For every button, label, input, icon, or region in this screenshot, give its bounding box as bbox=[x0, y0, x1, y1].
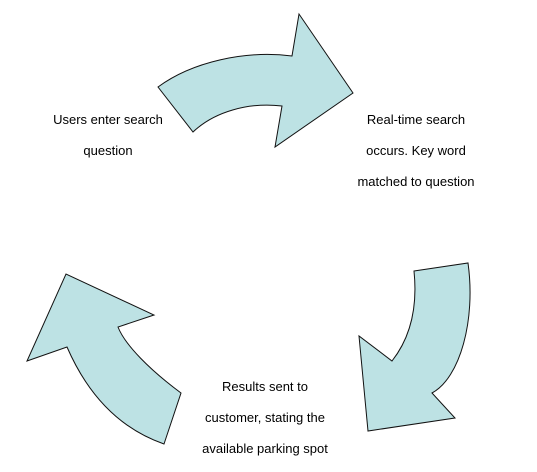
cycle-arrow-right bbox=[358, 262, 471, 432]
step-label-line: available parking spot bbox=[202, 441, 328, 456]
step-label-line: question bbox=[83, 143, 133, 158]
step-label-realtime-search: Real-time search occurs. Key word matche… bbox=[340, 104, 492, 197]
step-label-user-search: Users enter search question bbox=[38, 104, 178, 166]
step-label-line: Real-time search bbox=[366, 112, 466, 127]
step-label-line: matched to question bbox=[357, 174, 475, 189]
step-label-line: Users enter search bbox=[53, 112, 163, 127]
step-label-line: customer, stating the bbox=[205, 410, 325, 425]
step-label-results-sent: Results sent to customer, stating the av… bbox=[190, 371, 340, 464]
step-label-line: Results sent to bbox=[222, 379, 308, 394]
cycle-arrow-left bbox=[26, 273, 182, 445]
cycle-arrow-top bbox=[157, 12, 354, 149]
step-label-line: occurs. Key word bbox=[366, 143, 466, 158]
